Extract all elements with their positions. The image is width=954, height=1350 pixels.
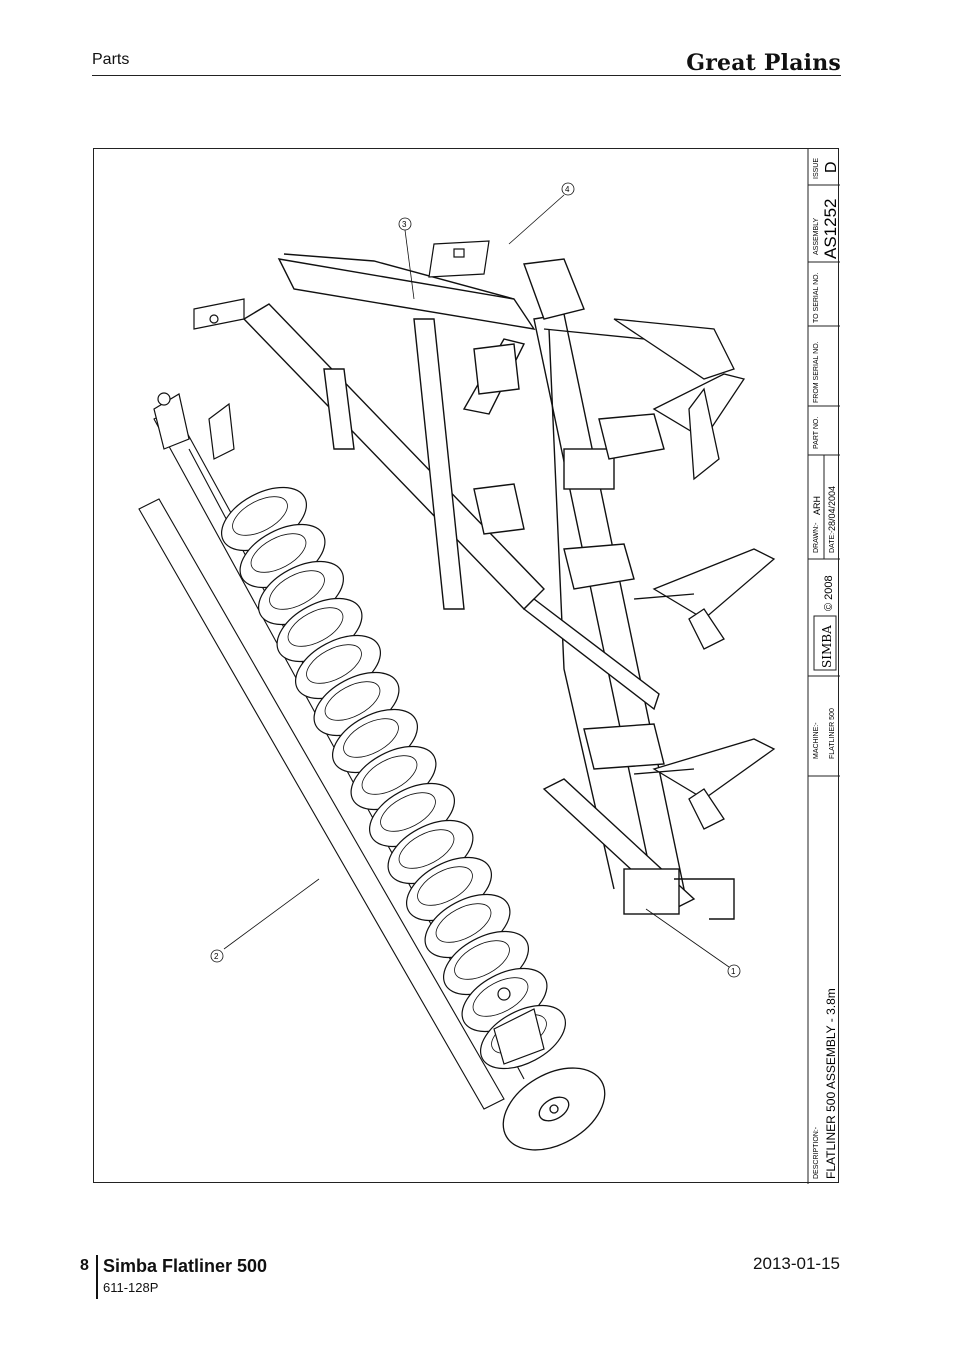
drawing-frame: ISSUE D ASSEMBLY AS1252 TO SERIAL NO. FR…	[93, 148, 840, 1184]
svg-text:2: 2	[214, 952, 219, 961]
leg-assemblies	[543, 318, 776, 830]
page-number: 8	[80, 1257, 89, 1274]
from-serial-label: FROM SERIAL NO.	[813, 341, 820, 403]
part-no-label: PART NO.	[813, 417, 820, 449]
svg-text:1: 1	[731, 967, 736, 976]
callout-3: 3	[398, 217, 415, 300]
description-value: FLATLINER 500 ASSEMBLY - 3.8m	[824, 988, 838, 1179]
roller-rings	[220, 486, 567, 1070]
parts-drawing: ISSUE D ASSEMBLY AS1252 TO SERIAL NO. FR…	[138, 149, 840, 1184]
roller-ring-inner	[306, 644, 362, 684]
roller-ring-inner	[435, 903, 492, 943]
footer-divider	[96, 1255, 98, 1299]
drawn-label: DRAWN:-	[813, 522, 820, 553]
brand-logo: Great Plains	[686, 50, 841, 76]
callout-4: 4	[508, 182, 575, 245]
assembly-label: ASSEMBLY	[813, 217, 820, 255]
roller-ring-inner	[454, 940, 510, 980]
simba-logo: SIMBA	[813, 615, 837, 671]
roller-hub	[502, 1067, 606, 1151]
item4-plate	[428, 240, 490, 278]
date-label: DATE:-	[829, 530, 836, 553]
assembly-number: AS1252	[821, 199, 840, 260]
description-label: DESCRIPTION:-	[813, 1126, 820, 1179]
product-title: Simba Flatliner 500	[103, 1256, 268, 1276]
header-rule	[92, 75, 841, 76]
to-serial-label: TO SERIAL NO.	[813, 272, 820, 323]
machine-label: MACHINE:-	[813, 722, 820, 759]
copyright-text: © 2008	[823, 575, 835, 611]
roller-ring-inner	[287, 607, 344, 647]
roller-ring-inner	[361, 755, 418, 795]
issue-value: D	[823, 161, 840, 173]
section-label: Parts	[92, 51, 130, 68]
document-code: 611-128P	[103, 1280, 159, 1295]
callout-1: 1	[645, 908, 741, 978]
roller-ring-inner	[472, 977, 529, 1017]
date-value: 28/04/2004	[827, 486, 837, 531]
roller-ring-inner	[380, 792, 436, 832]
callout-2: 2	[210, 878, 320, 963]
roller-ring-inner	[250, 533, 307, 573]
roller-ring-inner	[324, 681, 381, 721]
hitch-assembly	[153, 298, 545, 1065]
roller-ring-inner	[343, 718, 399, 758]
roller-ring-inner	[417, 866, 473, 906]
machine-value: FLATLINER 500	[829, 708, 836, 759]
title-block: ISSUE D ASSEMBLY AS1252 TO SERIAL NO. FR…	[807, 149, 840, 1184]
roller-ring-inner	[232, 496, 288, 536]
callouts: 1 2 3 4	[210, 182, 741, 978]
svg-text:SIMBA: SIMBA	[820, 625, 834, 668]
svg-text:3: 3	[402, 220, 407, 229]
roller-ring-inner	[269, 570, 325, 610]
frame-assembly	[242, 253, 735, 920]
issue-label: ISSUE	[813, 158, 820, 179]
drawn-value: ARH	[812, 496, 822, 515]
svg-text:4: 4	[565, 185, 570, 194]
publication-date: 2013-01-15	[753, 1254, 840, 1273]
roller-ring-inner	[398, 829, 455, 869]
